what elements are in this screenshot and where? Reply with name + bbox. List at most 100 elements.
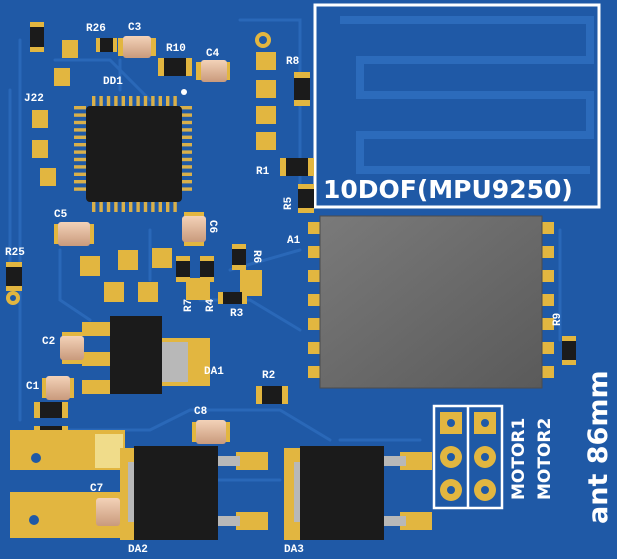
resistor-r2 <box>256 386 288 404</box>
qfp-pin <box>74 172 86 176</box>
label-r3: R3 <box>230 308 244 320</box>
resistor-r1 <box>280 158 314 176</box>
qfp-pin <box>180 120 192 125</box>
connector-j22 <box>32 40 78 186</box>
resistor-r3 <box>218 292 247 304</box>
resistor-r7 <box>176 256 190 282</box>
label-c7: C7 <box>90 483 103 495</box>
label-r5: R5 <box>283 196 295 210</box>
label-motor2: MOTOR2 <box>535 418 555 500</box>
capacitor-c8 <box>192 420 230 444</box>
label-c2: C2 <box>42 336 55 348</box>
qfp-pin <box>173 96 177 108</box>
label-a1: A1 <box>287 235 301 247</box>
resistor-r5 <box>298 184 314 213</box>
resistor-r25 <box>6 262 22 291</box>
qfp-pin <box>92 200 96 212</box>
label-motor1: MOTOR1 <box>509 418 529 500</box>
pad-grid <box>80 248 262 302</box>
label-r9: R9 <box>552 313 564 326</box>
label-r2: R2 <box>262 370 275 382</box>
label-r7: R7 <box>183 299 195 312</box>
label-j22: J22 <box>24 93 44 105</box>
module-label: 10DOF(MPU9250) <box>323 175 573 204</box>
label-c1: C1 <box>26 381 40 393</box>
qfp-pin <box>74 120 86 125</box>
qfp-pin <box>99 96 103 108</box>
module-a1 <box>308 215 554 389</box>
qfp-pin <box>180 187 192 191</box>
driver-da2 <box>120 446 268 540</box>
qfp-pin <box>136 96 140 108</box>
antenna-label: ant 86mm <box>583 370 614 524</box>
mpu9250-module-outline <box>313 3 601 209</box>
capacitor-c6 <box>182 212 206 246</box>
qfp-pin <box>180 172 192 176</box>
qfp-pin <box>180 135 192 139</box>
resistor-r9 <box>562 336 576 365</box>
qfp-pin <box>180 113 192 117</box>
qfp-pin <box>180 150 192 154</box>
label-c8: C8 <box>194 406 208 418</box>
capacitor-c7 <box>92 498 124 526</box>
regulator-da1 <box>82 316 210 394</box>
qfp-pin <box>136 200 140 212</box>
qfp-pin <box>121 200 125 212</box>
label-c5: C5 <box>54 209 68 221</box>
qfp-pin <box>114 96 118 108</box>
label-r1: R1 <box>256 166 270 178</box>
qfp-pin <box>74 106 86 110</box>
label-c3: C3 <box>128 22 142 34</box>
label-r6: R6 <box>250 250 262 263</box>
label-r25: R25 <box>5 247 25 259</box>
qfp-pin <box>74 187 86 191</box>
mcu-dd1 <box>74 89 192 212</box>
qfp-pin <box>129 96 133 108</box>
qfp-pin <box>74 128 86 132</box>
qfp-pin <box>74 157 86 162</box>
qfp-pin <box>106 96 111 108</box>
qfp-pin <box>180 180 192 184</box>
qfp-pin <box>173 200 177 212</box>
capacitor-c4 <box>196 60 230 82</box>
qfp-pin <box>143 96 148 108</box>
qfp-pin <box>151 96 155 108</box>
motor-headers <box>432 404 504 510</box>
qfp-pin <box>158 96 162 108</box>
qfp-pin <box>151 200 155 212</box>
capacitor-c3 <box>118 36 156 58</box>
qfp-pin <box>99 200 103 212</box>
label-da3: DA3 <box>284 544 304 556</box>
qfp-pin <box>106 200 111 212</box>
qfp-pin <box>121 96 125 108</box>
label-r10: R10 <box>166 43 186 55</box>
label-da2: DA2 <box>128 544 148 556</box>
label-r8: R8 <box>286 56 300 68</box>
qfp-pin <box>158 200 162 212</box>
driver-da3 <box>284 446 432 540</box>
qfp-pin <box>74 143 86 147</box>
resistor-r4 <box>200 256 214 282</box>
qfp-pin <box>92 96 96 108</box>
label-r4: R4 <box>205 298 217 312</box>
qfp-pin <box>180 157 192 162</box>
qfp-pin <box>74 113 86 117</box>
label-r26: R26 <box>86 23 106 35</box>
qfp-pin <box>74 180 86 184</box>
label-dd1: DD1 <box>103 76 123 88</box>
qfp-pin <box>166 200 170 212</box>
capacitor-c5 <box>54 222 94 246</box>
capacitor-c1 <box>42 376 74 400</box>
label-da1: DA1 <box>204 366 224 378</box>
qfp-pin <box>180 106 192 110</box>
label-c6: C6 <box>206 220 218 233</box>
qfp-pin <box>180 143 192 147</box>
qfp-pin <box>180 128 192 132</box>
resistor-r10 <box>158 58 192 76</box>
qfp-pin <box>74 150 86 154</box>
qfp-pin <box>74 165 86 169</box>
capacitor-c2 <box>60 332 84 364</box>
resistor-r6 <box>232 244 246 270</box>
qfp-pin <box>180 165 192 169</box>
